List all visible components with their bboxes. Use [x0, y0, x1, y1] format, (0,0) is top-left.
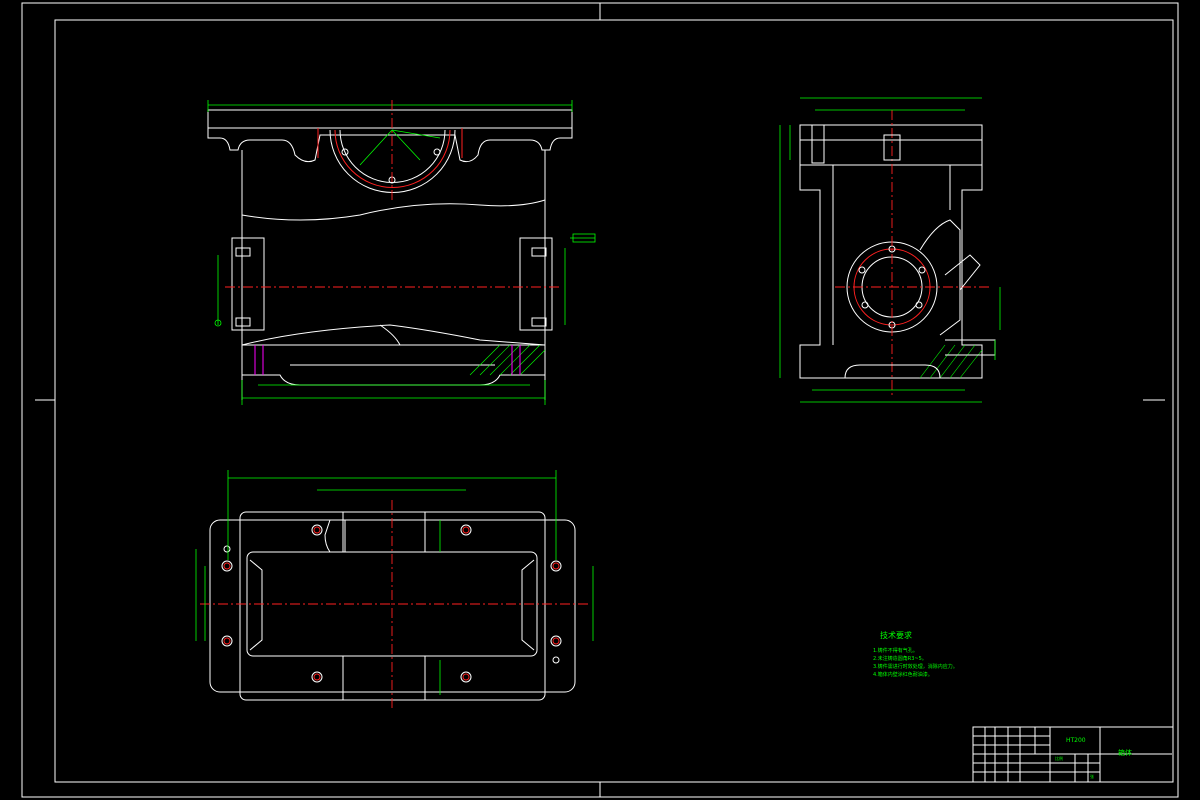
- technical-notes: 技术要求 1.铸件不得有气孔。 2.未注铸造圆角R3~5。 3.铸件需进行时效处…: [873, 630, 958, 678]
- top-view: [195, 470, 594, 710]
- side-hatch: [919, 344, 983, 379]
- title-part-name: 箱体: [1118, 748, 1132, 757]
- note-item-3: 3.铸件需进行时效处理，消除内应力。: [873, 663, 958, 670]
- note-item-4: 4.箱体内壁涂红色耐油漆。: [873, 671, 933, 678]
- front-hatch: [469, 344, 546, 376]
- title-material: HT200: [1066, 737, 1086, 744]
- title-scale-label: 比例: [1055, 755, 1063, 761]
- notes-title: 技术要求: [880, 630, 912, 640]
- title-sheet-label: 张: [1090, 773, 1094, 779]
- front-view: [207, 100, 596, 405]
- note-item-2: 2.未注铸造圆角R3~5。: [873, 655, 927, 662]
- title-block: HT200 箱体 比例 张: [972, 726, 1174, 783]
- side-view: [779, 97, 1001, 403]
- note-item-1: 1.铸件不得有气孔。: [873, 647, 918, 654]
- sheet-border: [21, 2, 1179, 798]
